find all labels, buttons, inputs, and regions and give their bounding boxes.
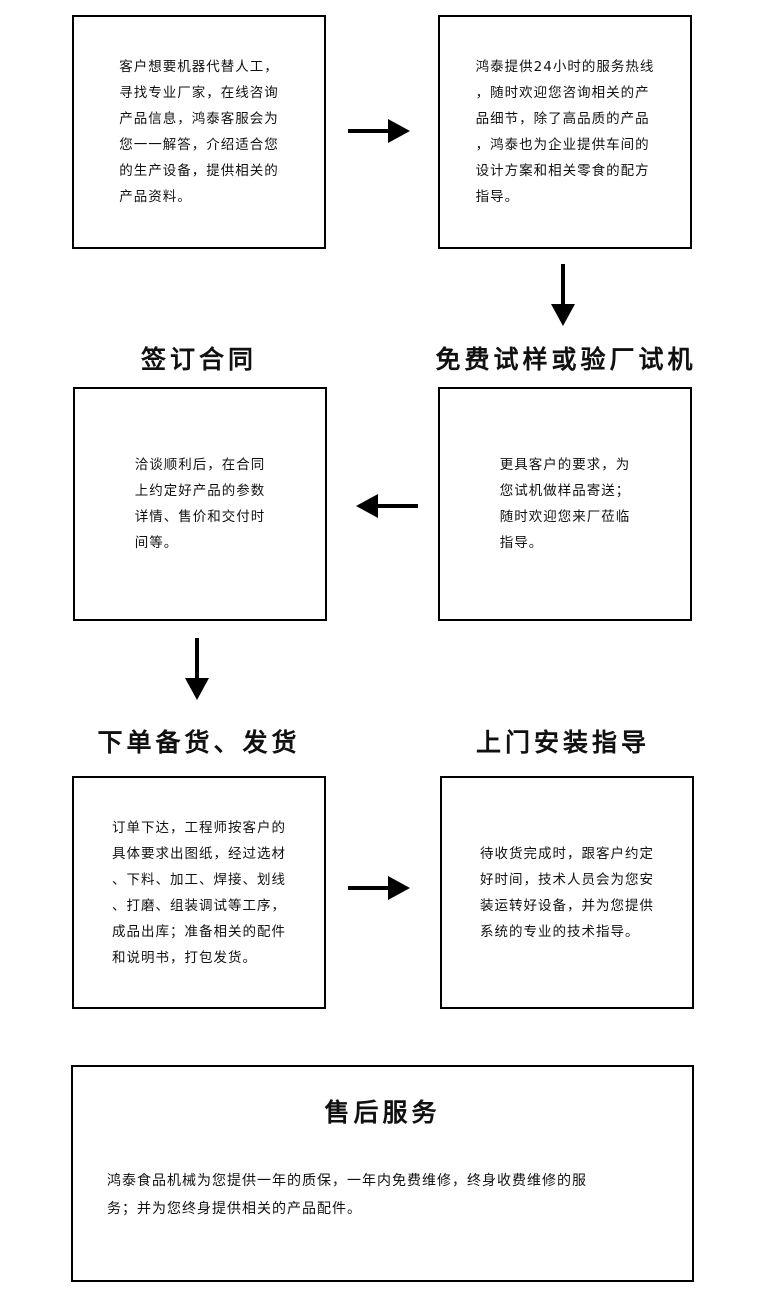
after-sales-box: 售后服务 鸿泰食品机械为您提供一年的质保，一年内免费维修，终身收费维修的服 务；…: [71, 1065, 694, 1282]
text-line: 成品出库；准备相关的配件: [112, 923, 286, 940]
step-box-trial: 更具客户的要求，为 您试机做样品寄送； 随时欢迎您来厂莅临 指导。: [438, 387, 692, 621]
text-line: 系统的专业的技术指导。: [480, 923, 640, 940]
step-box-installation: 待收货完成时，跟客户约定 好时间，技术人员会为您安 装运转好设备，并为您提供 系…: [440, 776, 694, 1009]
step-title-contract: 签订合同: [140, 345, 258, 374]
step-title-trial: 免费试样或验厂试机: [435, 345, 697, 374]
step-text: 客户想要机器代替人工， 寻找专业厂家，在线咨询 产品信息，鸿泰客服会为 您一一解…: [119, 54, 279, 210]
arrow-down-icon: [185, 638, 209, 700]
text-line: 您一一解答，介绍适合您: [119, 137, 279, 153]
text-line: 客户想要机器代替人工，: [119, 59, 279, 75]
text-line: 鸿泰提供24小时的服务热线: [475, 59, 655, 75]
text-line: 鸿泰食品机械为您提供一年的质保，一年内免费维修，终身收费维修的服: [107, 1173, 587, 1189]
text-line: 随时欢迎您来厂莅临: [499, 509, 631, 525]
text-line: 务；并为您终身提供相关的产品配件。: [107, 1201, 362, 1217]
text-line: 指导。: [475, 189, 520, 205]
step-text: 更具客户的要求，为 您试机做样品寄送； 随时欢迎您来厂莅临 指导。: [500, 452, 631, 556]
text-line: 的生产设备，提供相关的: [119, 163, 279, 179]
text-line: 详情、售价和交付时: [134, 509, 266, 525]
text-line: 设计方案和相关零食的配方: [475, 163, 650, 179]
text-line: 具体要求出图纸，经过选材: [112, 845, 286, 862]
step-box-hotline: 鸿泰提供24小时的服务热线 ，随时欢迎您咨询相关的产 品细节，除了高品质的产品 …: [438, 15, 692, 249]
step-box-contract: 洽谈顺利后，在合同 上约定好产品的参数 详情、售价和交付时 间等。: [73, 387, 327, 621]
text-line: 、打磨、组装调试等工序，: [112, 897, 286, 914]
text-line: 洽谈顺利后，在合同: [134, 457, 266, 473]
arrow-right-icon: [348, 119, 410, 143]
step-text: 订单下达，工程师按客户的 具体要求出图纸，经过选材 、下料、加工、焊接、划线 、…: [112, 815, 286, 971]
text-line: 订单下达，工程师按客户的: [112, 819, 286, 836]
text-line: 品细节，除了高品质的产品: [475, 111, 650, 127]
text-line: 待收货完成时，跟客户约定: [480, 845, 654, 862]
text-line: 您试机做样品寄送；: [499, 483, 631, 499]
step-title-shipping: 下单备货、发货: [97, 728, 301, 757]
step-title-installation: 上门安装指导: [475, 728, 651, 757]
arrow-down-icon: [551, 264, 575, 326]
step-text: 洽谈顺利后，在合同 上约定好产品的参数 详情、售价和交付时 间等。: [135, 452, 266, 556]
step-text: 待收货完成时，跟客户约定 好时间，技术人员会为您安 装运转好设备，并为您提供 系…: [480, 841, 654, 945]
text-line: 装运转好设备，并为您提供: [480, 897, 654, 914]
step-box-consult: 客户想要机器代替人工， 寻找专业厂家，在线咨询 产品信息，鸿泰客服会为 您一一解…: [72, 15, 326, 249]
step-text: 鸿泰提供24小时的服务热线 ，随时欢迎您咨询相关的产 品细节，除了高品质的产品 …: [476, 54, 655, 210]
arrow-right-icon: [348, 876, 410, 900]
after-sales-title: 售后服务: [324, 1098, 441, 1127]
text-line: 寻找专业厂家，在线咨询: [119, 85, 279, 101]
text-line: 产品资料。: [119, 189, 192, 205]
text-line: 和说明书，打包发货。: [112, 949, 257, 966]
step-box-shipping: 订单下达，工程师按客户的 具体要求出图纸，经过选材 、下料、加工、焊接、划线 、…: [72, 776, 326, 1009]
text-line: 好时间，技术人员会为您安: [480, 871, 654, 888]
text-line: 上约定好产品的参数: [134, 483, 266, 499]
arrow-left-icon: [356, 494, 418, 518]
text-line: ，随时欢迎您咨询相关的产: [475, 85, 650, 101]
text-line: ，鸿泰也为企业提供车间的: [475, 137, 650, 153]
text-line: 产品信息，鸿泰客服会为: [119, 111, 279, 127]
after-sales-text: 鸿泰食品机械为您提供一年的质保，一年内免费维修，终身收费维修的服 务；并为您终身…: [107, 1167, 680, 1223]
text-line: 指导。: [499, 535, 544, 551]
text-line: 更具客户的要求，为: [499, 457, 631, 473]
text-line: 间等。: [134, 535, 179, 551]
text-line: 、下料、加工、焊接、划线: [112, 871, 286, 888]
